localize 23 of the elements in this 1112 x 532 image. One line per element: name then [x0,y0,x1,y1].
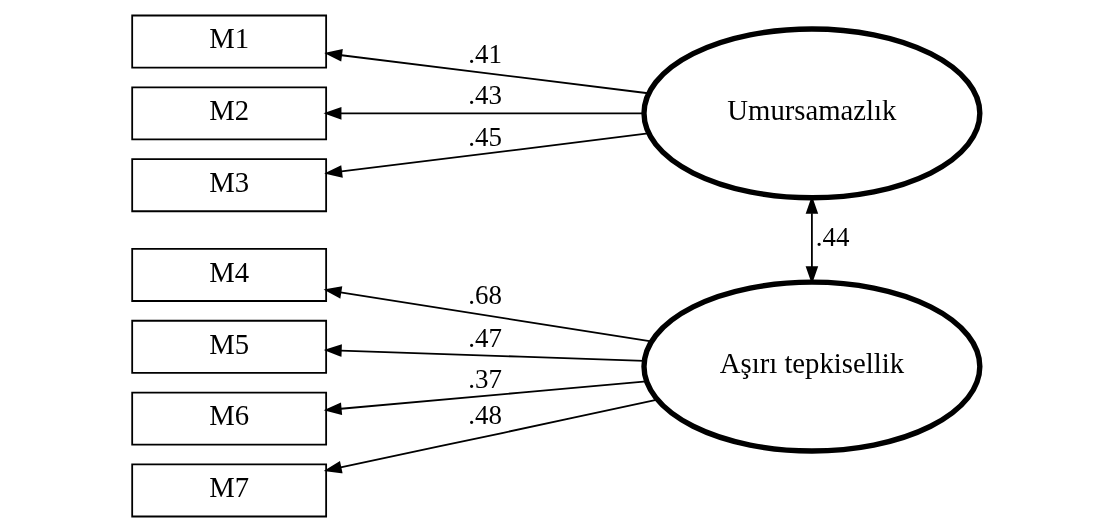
node-box: M3 [131,158,328,213]
edge-label: .45 [468,121,502,152]
edge-label: .44 [815,222,850,253]
arrow [324,132,649,178]
arrow [323,380,648,415]
node-ellipse: Aşırı tepkisellik [641,279,983,454]
edge-label: .68 [468,279,502,310]
node-box: M7 [131,463,328,518]
arrow [324,49,649,95]
node-box: M5 [131,319,328,374]
edge-label: .47 [468,322,502,353]
edge-label: .43 [468,80,502,111]
node-box: M1 [131,14,328,69]
node-ellipse: Umursamazlık [641,26,983,201]
edge-label: .41 [468,39,502,70]
edge-label: .37 [468,364,502,395]
arrow [323,107,645,120]
arrow [323,398,659,474]
node-box: M2 [131,86,328,141]
arrow [323,286,652,343]
node-box: M4 [131,248,328,302]
node-box: M6 [131,391,328,446]
edge-label: .48 [468,400,502,431]
